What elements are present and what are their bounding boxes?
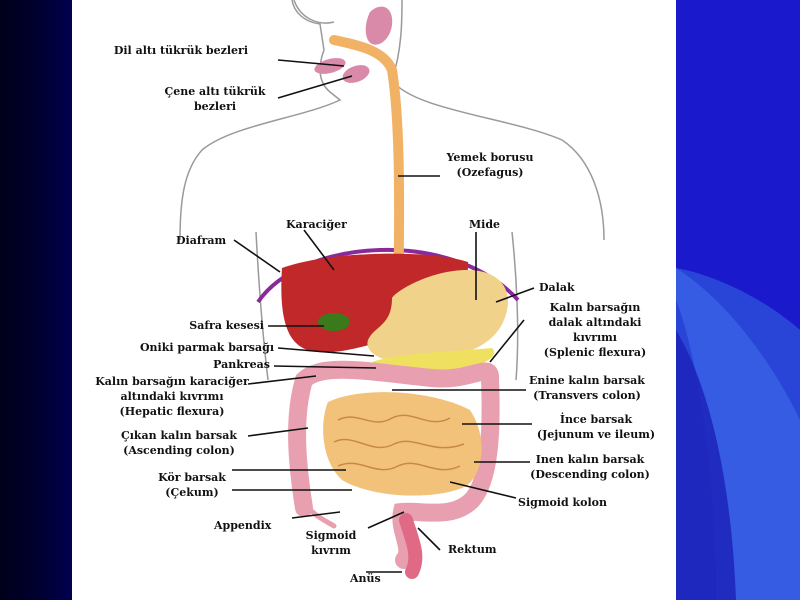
esophagus <box>329 35 405 315</box>
label-esophagus-line1: Yemek borusu <box>446 151 534 164</box>
label-duodenum: Oniki parmak barsağı <box>139 341 274 354</box>
label-liver: Karaciğer <box>286 218 347 231</box>
label-splenic-line1: Kalın barsağın <box>549 301 641 314</box>
label-hepatic-flexure: Kalın barsağın karaciğer altındaki kıvrı… <box>92 374 252 419</box>
label-splenic-line2: dalak altındaki <box>548 316 642 329</box>
label-descending-line2: (Descending colon) <box>530 468 650 481</box>
label-submandibular-glands: Çene altı tükrük bezleri <box>156 84 274 114</box>
label-esophagus-line2: (Ozefagus) <box>456 166 524 179</box>
label-splenic-flexure: Kalın barsağın dalak altındaki kıvrımı (… <box>534 300 656 360</box>
label-gallbladder: Safra kesesi <box>189 319 264 332</box>
gallbladder <box>318 313 350 331</box>
label-sigmoid-colon: Sigmoid kolon <box>518 496 607 509</box>
label-hepatic-line1: Kalın barsağın karaciğer <box>95 375 249 388</box>
label-descending-line1: Inen kalın barsak <box>535 453 645 466</box>
label-esophagus: Yemek borusu (Ozefagus) <box>440 150 540 180</box>
label-descending-colon: Inen kalın barsak (Descending colon) <box>528 452 652 482</box>
parotid-gland <box>365 6 393 45</box>
label-transverse-colon: Enine kalın barsak (Transvers colon) <box>526 373 648 403</box>
label-small-intestine-line2: (Jejunum ve ileum) <box>536 428 656 441</box>
right-background-band <box>676 0 800 600</box>
large-intestine <box>288 360 500 569</box>
label-hepatic-line3: (Hepatic flexura) <box>119 405 225 418</box>
stomach <box>367 270 508 363</box>
label-stomach: Mide <box>469 218 501 231</box>
label-cecum-line1: Kör barsak <box>158 471 226 484</box>
label-cecum-line2: (Çekum) <box>165 486 219 499</box>
label-anus: Anüs <box>350 572 381 585</box>
label-splenic-line3: kıvrımı <box>573 331 617 344</box>
label-rectum: Rektum <box>448 543 497 556</box>
label-sigmoid-line2: kıvrım <box>311 544 351 557</box>
label-pancreas: Pankreas <box>213 358 270 371</box>
body-outline <box>179 0 605 381</box>
digestive-system-diagram <box>179 0 605 579</box>
label-ascending-colon: Çıkan kalın barsak (Ascending colon) <box>110 428 248 458</box>
label-small-intestine: İnce barsak (Jejunum ve ileum) <box>532 412 660 442</box>
sublingual-gland <box>314 58 346 74</box>
label-sublingual-glands: Dil altı tükrük bezleri <box>113 44 248 57</box>
small-intestine-loops <box>333 414 465 471</box>
label-transverse-line2: (Transvers colon) <box>533 389 641 402</box>
small-intestine <box>323 392 482 496</box>
diagram-panel: Dil altı tükrük bezleri Çene altı tükrük… <box>72 0 676 600</box>
label-sigmoid-line1: Sigmoid <box>305 529 357 542</box>
label-small-intestine-line1: İnce barsak <box>559 413 633 426</box>
label-submandibular-line2: bezleri <box>193 100 237 113</box>
label-sigmoid-flexure: Sigmoid kıvrım <box>300 528 362 558</box>
label-splenic-line4: (Splenic flexura) <box>543 346 647 359</box>
leader-lines <box>232 59 535 573</box>
label-hepatic-line2: altındaki kıvrımı <box>120 390 224 403</box>
label-submandibular-line1: Çene altı tükrük <box>164 85 266 98</box>
submandibular-gland <box>342 65 370 83</box>
label-diaphragm: Diafram <box>176 234 227 247</box>
label-ascending-line2: (Ascending colon) <box>123 444 235 457</box>
label-appendix: Appendix <box>214 519 272 532</box>
background-swoosh <box>676 268 800 600</box>
label-cecum: Kör barsak (Çekum) <box>152 470 232 500</box>
label-ascending-line1: Çıkan kalın barsak <box>121 429 237 442</box>
rectum <box>399 513 423 579</box>
label-transverse-line1: Enine kalın barsak <box>529 374 645 387</box>
left-background-band <box>0 0 72 600</box>
label-spleen: Dalak <box>539 281 575 294</box>
appendix <box>301 497 337 529</box>
